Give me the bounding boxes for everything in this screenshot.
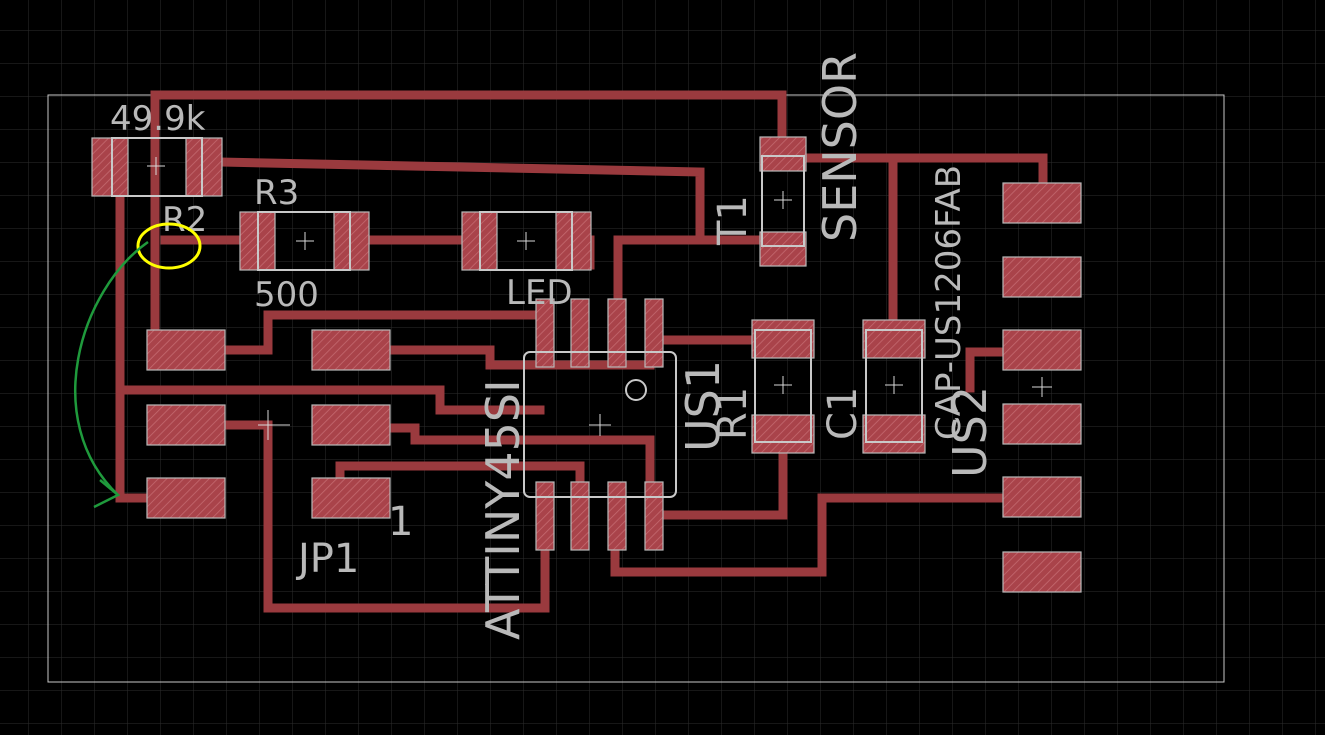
- pads: [91, 136, 1082, 593]
- annotation-arrow: [74, 240, 149, 496]
- pad: [311, 404, 391, 446]
- pin-one-label: 1: [388, 499, 413, 545]
- pad: [1002, 551, 1082, 593]
- led-label: LED: [506, 273, 573, 313]
- origin-cross: [885, 376, 903, 394]
- trace: [613, 235, 785, 305]
- pad: [311, 329, 391, 371]
- pad: [759, 231, 807, 267]
- r1-outline: [754, 329, 812, 443]
- trace: [655, 445, 788, 520]
- pad: [1002, 182, 1082, 224]
- origin-cross: [774, 376, 792, 394]
- pad: [570, 481, 590, 551]
- pad: [535, 298, 555, 368]
- origin-markers: [147, 157, 1052, 440]
- r2-name-label: R2: [162, 200, 207, 240]
- pad: [146, 329, 226, 371]
- pad: [1002, 256, 1082, 298]
- pad: [1002, 476, 1082, 518]
- annotation-arrowhead: [93, 479, 121, 509]
- t1-outline: [761, 155, 805, 247]
- trace: [385, 345, 655, 370]
- pad: [607, 298, 627, 368]
- origin-cross: [517, 232, 535, 250]
- attiny-label: ATTINY45SI: [476, 379, 530, 640]
- pad: [1002, 403, 1082, 445]
- highlight-circle: [136, 222, 202, 270]
- trace: [610, 493, 1008, 577]
- us1-label: US1: [676, 360, 730, 452]
- pad: [644, 481, 664, 551]
- r3-name-label: R3: [254, 173, 299, 213]
- traces: [115, 90, 1048, 613]
- pad: [862, 319, 926, 359]
- c1-outline: [865, 329, 923, 443]
- r3-value-label: 500: [254, 275, 319, 315]
- pad: [759, 136, 807, 172]
- jp1-label: JP1: [295, 536, 359, 582]
- pad: [333, 211, 370, 271]
- component-outlines: [111, 137, 923, 498]
- us1-body: [523, 351, 677, 498]
- origin-cross: [774, 191, 792, 209]
- trace: [385, 423, 655, 525]
- pad: [555, 211, 592, 271]
- c1-label: C1: [820, 387, 866, 440]
- origin-cross: [589, 414, 611, 436]
- pad: [644, 298, 664, 368]
- pad: [607, 481, 627, 551]
- pad: [311, 477, 391, 519]
- us1-pin1-marker: [625, 379, 647, 401]
- origin-cross: [296, 232, 314, 250]
- pad: [570, 298, 590, 368]
- trace: [778, 153, 1048, 190]
- origin-cross: [258, 410, 290, 440]
- pad: [1002, 329, 1082, 371]
- pad: [185, 137, 223, 197]
- trace: [150, 90, 787, 167]
- pad: [535, 481, 555, 551]
- trace: [220, 420, 550, 613]
- origin-cross: [1032, 377, 1052, 397]
- trace: [115, 195, 150, 503]
- r2-value-label: 49.9k: [110, 99, 206, 139]
- r3-outline: [257, 211, 351, 271]
- pad: [862, 414, 926, 454]
- origin-cross: [147, 157, 165, 175]
- pad: [751, 414, 815, 454]
- pad: [91, 137, 129, 197]
- t1-label: T1: [710, 195, 756, 246]
- labels: 49.9k R2 R3 500 LED T1 SENSOR CAP-US1206…: [110, 52, 997, 640]
- sensor-label: SENSOR: [813, 52, 867, 242]
- trace: [115, 385, 545, 415]
- annotations: [74, 222, 202, 509]
- cap-name-label: CAP-US1206FAB: [929, 165, 969, 440]
- us2-label: US2: [943, 386, 997, 478]
- pad: [751, 319, 815, 359]
- r1-label: R1: [710, 387, 756, 440]
- led-outline: [479, 211, 573, 271]
- pad: [146, 404, 226, 446]
- trace: [965, 347, 1008, 393]
- pad: [146, 477, 226, 519]
- r2-outline: [111, 137, 203, 197]
